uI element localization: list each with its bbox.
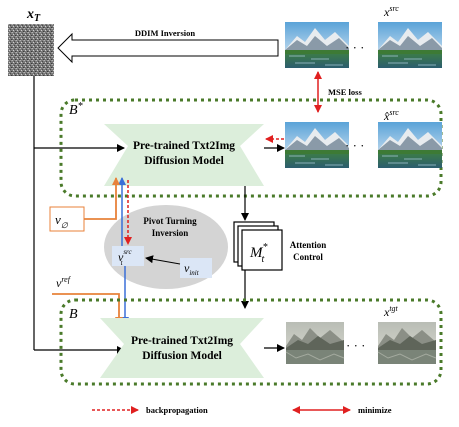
src-image-2 (377, 21, 443, 69)
model-bottom-shape (100, 318, 264, 378)
v-ref-to-bottom-model-arrow (52, 293, 123, 325)
v-ref-label: vref (56, 275, 72, 290)
b-box (59, 298, 443, 386)
ddim-inversion-label: DDIM Inversion (135, 28, 195, 38)
model-top-line2: Diffusion Model (144, 155, 224, 167)
x-t-label: xT (26, 7, 41, 24)
v-null-box (49, 206, 85, 232)
v-init-token (180, 258, 212, 278)
model-top-shape (104, 124, 264, 186)
tgt-image-1 (285, 321, 345, 365)
attention-line2: Control (293, 252, 323, 262)
legend-minimize-label: minimize (358, 405, 392, 415)
legend-backprop-label: backpropagation (146, 405, 208, 415)
b-star-label: B* (69, 101, 83, 118)
attention-maps (233, 221, 283, 271)
tgt-ellipsis: · · · (346, 338, 366, 353)
pivot-line1: Pivot Turning (143, 216, 197, 226)
v-init-to-v-src-arrow (145, 255, 181, 265)
src-ellipsis: · · · (345, 40, 365, 55)
model-bottom-line2: Diffusion Model (142, 350, 222, 362)
v-null-to-top-model-arrow (84, 177, 120, 220)
ddim-inversion-arrow (57, 32, 279, 64)
attention-line1: Attention (290, 240, 327, 250)
recon-image-1 (284, 121, 350, 169)
b-label: B (69, 307, 78, 322)
src-image-1 (284, 21, 350, 69)
recon-ellipsis: · · · (345, 138, 365, 153)
v-null-label: v∅ (55, 212, 69, 230)
noise-image (8, 24, 54, 76)
x-src-label: xsrc (383, 4, 399, 19)
m-t-label: M*t (249, 242, 268, 265)
model-top-line1: Pre-trained Txt2Img (133, 140, 235, 152)
model-bottom-line1: Pre-trained Txt2Img (131, 335, 233, 347)
tgt-image-2 (377, 321, 437, 365)
pivot-line2: Inversion (152, 228, 189, 238)
mse-loss-label: MSE loss (328, 87, 362, 97)
x-tgt-label: xtgt (383, 304, 399, 319)
v-t-src-token (112, 246, 144, 266)
v-init-label: vinit (184, 261, 200, 277)
recon-image-2 (377, 121, 443, 169)
x-hat-src-label: x̂src (383, 108, 399, 123)
